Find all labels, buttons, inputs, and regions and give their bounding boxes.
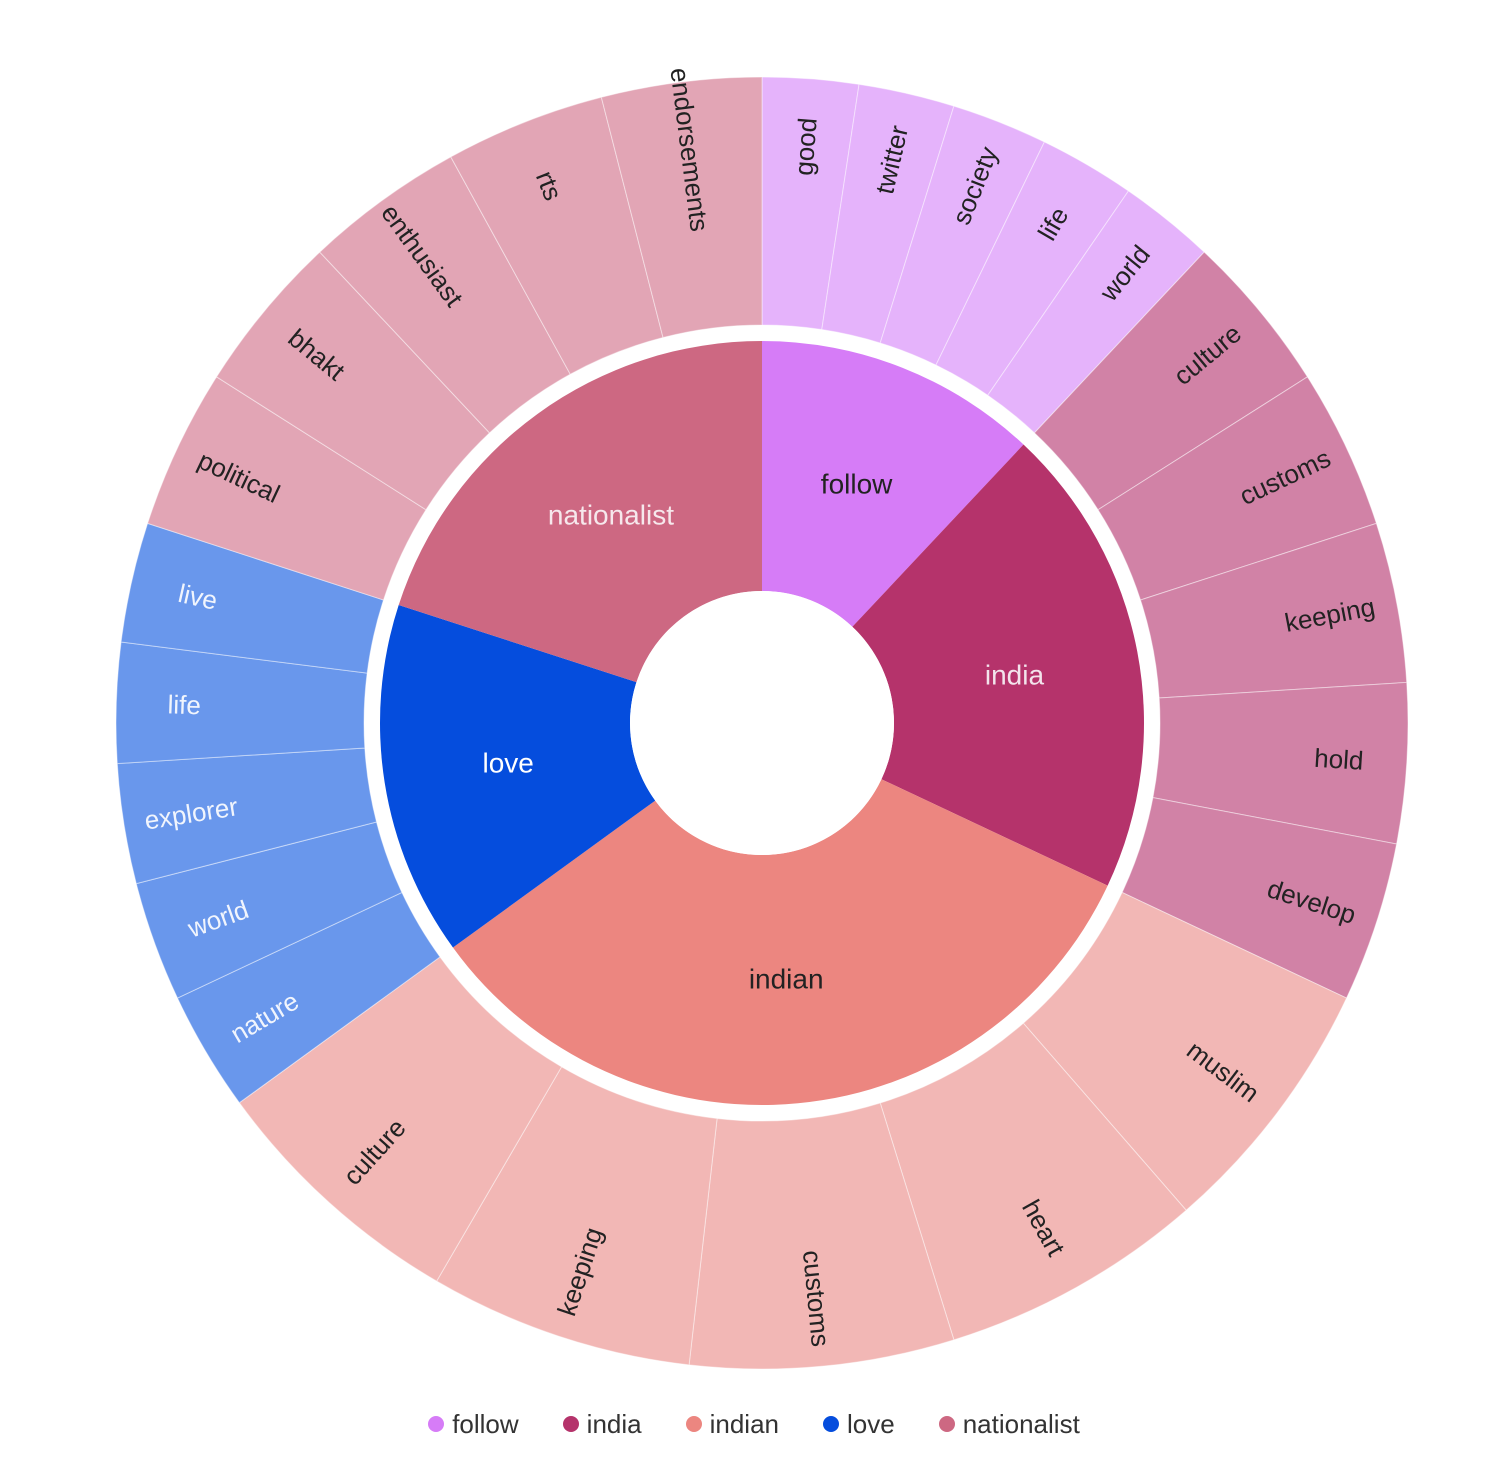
center-hole xyxy=(630,591,894,855)
outer-segment-india-develop[interactable] xyxy=(1121,796,1398,999)
outer-segment-nationalist-endorsements[interactable] xyxy=(600,76,763,339)
legend-item-india[interactable]: india xyxy=(562,1408,642,1440)
outer-segment-nationalist-enthusiast[interactable] xyxy=(319,156,571,434)
legend-label-nationalist: nationalist xyxy=(962,1408,1080,1439)
inner-label-love: love xyxy=(482,748,533,779)
outer-segment-indian-keeping[interactable] xyxy=(435,1066,718,1366)
legend-item-nationalist[interactable]: nationalist xyxy=(938,1408,1080,1440)
inner-segment-follow[interactable] xyxy=(762,341,1024,627)
outer-label-love-life: life xyxy=(167,689,201,720)
inner-segment-love[interactable] xyxy=(379,604,656,948)
legend-item-love[interactable]: love xyxy=(823,1409,895,1440)
legend-item-follow[interactable]: follow xyxy=(428,1408,519,1440)
legend-label-follow: follow xyxy=(452,1408,519,1439)
legend-swatch-indian xyxy=(685,1416,702,1432)
outer-segment-indian-culture[interactable] xyxy=(238,956,563,1282)
inner-segment-india[interactable] xyxy=(852,444,1144,886)
legend-swatch-nationalist xyxy=(938,1416,955,1432)
outer-segment-india-keeping[interactable] xyxy=(1139,522,1408,699)
outer-label-india-hold: hold xyxy=(1313,743,1364,776)
inner-label-indian: indian xyxy=(749,963,824,994)
outer-segment-love-live[interactable] xyxy=(120,522,385,674)
outer-segment-indian-heart[interactable] xyxy=(879,1022,1187,1341)
inner-label-follow: follow xyxy=(821,469,893,500)
legend-swatch-follow xyxy=(428,1416,445,1432)
outer-segment-indian-muslim[interactable] xyxy=(1022,891,1348,1211)
inner-segment-indian[interactable] xyxy=(452,779,1108,1105)
outer-segment-nationalist-rts[interactable] xyxy=(450,96,664,375)
outer-segment-india-hold[interactable] xyxy=(1152,681,1409,845)
legend-label-indian: indian xyxy=(709,1408,780,1439)
legend-swatch-india xyxy=(562,1416,579,1432)
outer-label-follow-good: good xyxy=(788,117,822,177)
legend-label-love: love xyxy=(847,1408,895,1439)
inner-segment-nationalist[interactable] xyxy=(398,341,762,683)
outer-segment-indian-customs[interactable] xyxy=(688,1102,955,1370)
legend: follow india indian love nationalist xyxy=(0,1400,1508,1448)
outer-segment-nationalist-political[interactable] xyxy=(146,376,427,601)
legend-swatch-love xyxy=(823,1416,840,1432)
outer-segment-india-customs[interactable] xyxy=(1097,376,1378,601)
inner-label-india: india xyxy=(985,659,1045,690)
legend-label-india: india xyxy=(586,1408,642,1439)
inner-label-nationalist: nationalist xyxy=(548,500,674,531)
legend-item-indian[interactable]: indian xyxy=(685,1408,780,1440)
outer-segment-love-world[interactable] xyxy=(135,821,403,999)
outer-segment-love-explorer[interactable] xyxy=(116,747,378,885)
